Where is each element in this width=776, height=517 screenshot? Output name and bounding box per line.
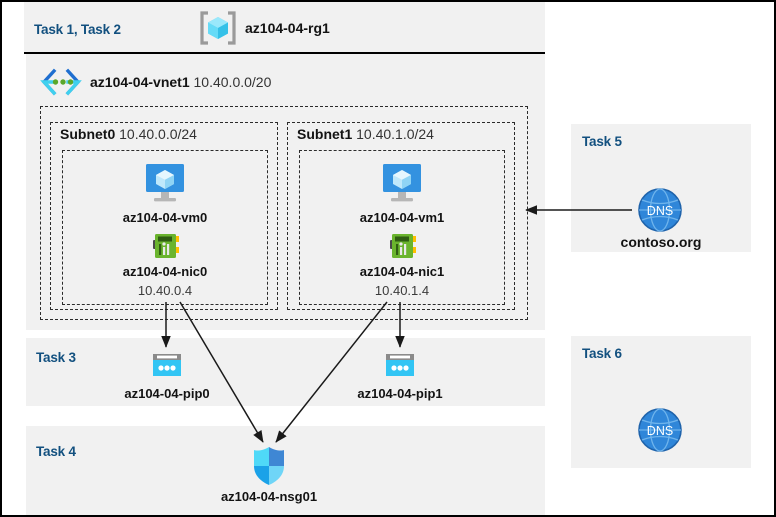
nic-0-label: az104-04-nic0	[122, 264, 208, 279]
network-interface-icon	[388, 231, 418, 261]
task-label-private-dns: Task 5	[582, 134, 622, 149]
subnet-0-prefix: 10.40.0.0/24	[119, 126, 197, 142]
task-3-panel	[26, 338, 545, 406]
virtual-machine-icon	[140, 162, 190, 206]
vm-group-boundary-1	[299, 150, 505, 305]
subnet-1-prefix: 10.40.1.0/24	[356, 126, 434, 142]
task-label-public-ip: Task 3	[36, 350, 76, 365]
vm-0-label: az104-04-vm0	[122, 210, 208, 225]
nic-1-private-ip: 10.40.1.4	[374, 283, 430, 298]
nic-0-private-ip: 10.40.0.4	[137, 283, 193, 298]
dns-zone-heading: DNS zone	[571, 382, 774, 398]
public-ip-address-icon	[383, 352, 417, 380]
subnet-1-name: Subnet1	[297, 126, 353, 142]
private-dns-zone-name: contoso.org	[620, 234, 702, 250]
subnet-1-title: Subnet1 10.40.1.0/24	[297, 126, 434, 144]
vnet-address-space: 10.40.0.0/20	[193, 74, 272, 90]
virtual-network-icon	[40, 68, 82, 96]
nic-1-label: az104-04-nic1	[359, 264, 445, 279]
svg-text:DNS: DNS	[647, 204, 673, 218]
resource-group-header	[24, 2, 545, 52]
subnet-0-title: Subnet0 10.40.0.0/24	[60, 126, 197, 144]
dns-zone-icon: DNS	[636, 406, 684, 454]
vm-group-boundary-0	[62, 150, 268, 305]
pip-0-label: az104-04-pip0	[124, 386, 210, 401]
resource-group-shade	[26, 54, 545, 330]
nsg-label: az104-04-nsg01	[220, 489, 318, 504]
network-interface-icon	[151, 231, 181, 261]
resource-group-name: az104-04-rg1	[245, 20, 330, 36]
subnet-boundary-1	[287, 122, 515, 310]
dns-zone-icon: DNS	[636, 186, 684, 234]
task-label-nsg: Task 4	[36, 444, 76, 459]
subnet-boundary-0	[50, 122, 278, 310]
resource-group-icon	[199, 10, 237, 46]
task-label-rg: Task 1, Task 2	[34, 22, 121, 37]
vnet-name: az104-04-vnet1	[90, 74, 190, 90]
vnet-title: az104-04-vnet1 10.40.0.0/20	[90, 74, 271, 92]
task-label-dns: Task 6	[582, 346, 622, 361]
private-dns-heading: Private DNS zone	[571, 162, 774, 178]
vm-1-label: az104-04-vm1	[359, 210, 445, 225]
pip-1-label: az104-04-pip1	[357, 386, 443, 401]
network-security-group-icon	[251, 445, 287, 487]
public-ip-address-icon	[150, 352, 184, 380]
virtual-machine-icon	[377, 162, 427, 206]
svg-text:DNS: DNS	[647, 424, 673, 438]
subnet-0-name: Subnet0	[60, 126, 116, 142]
